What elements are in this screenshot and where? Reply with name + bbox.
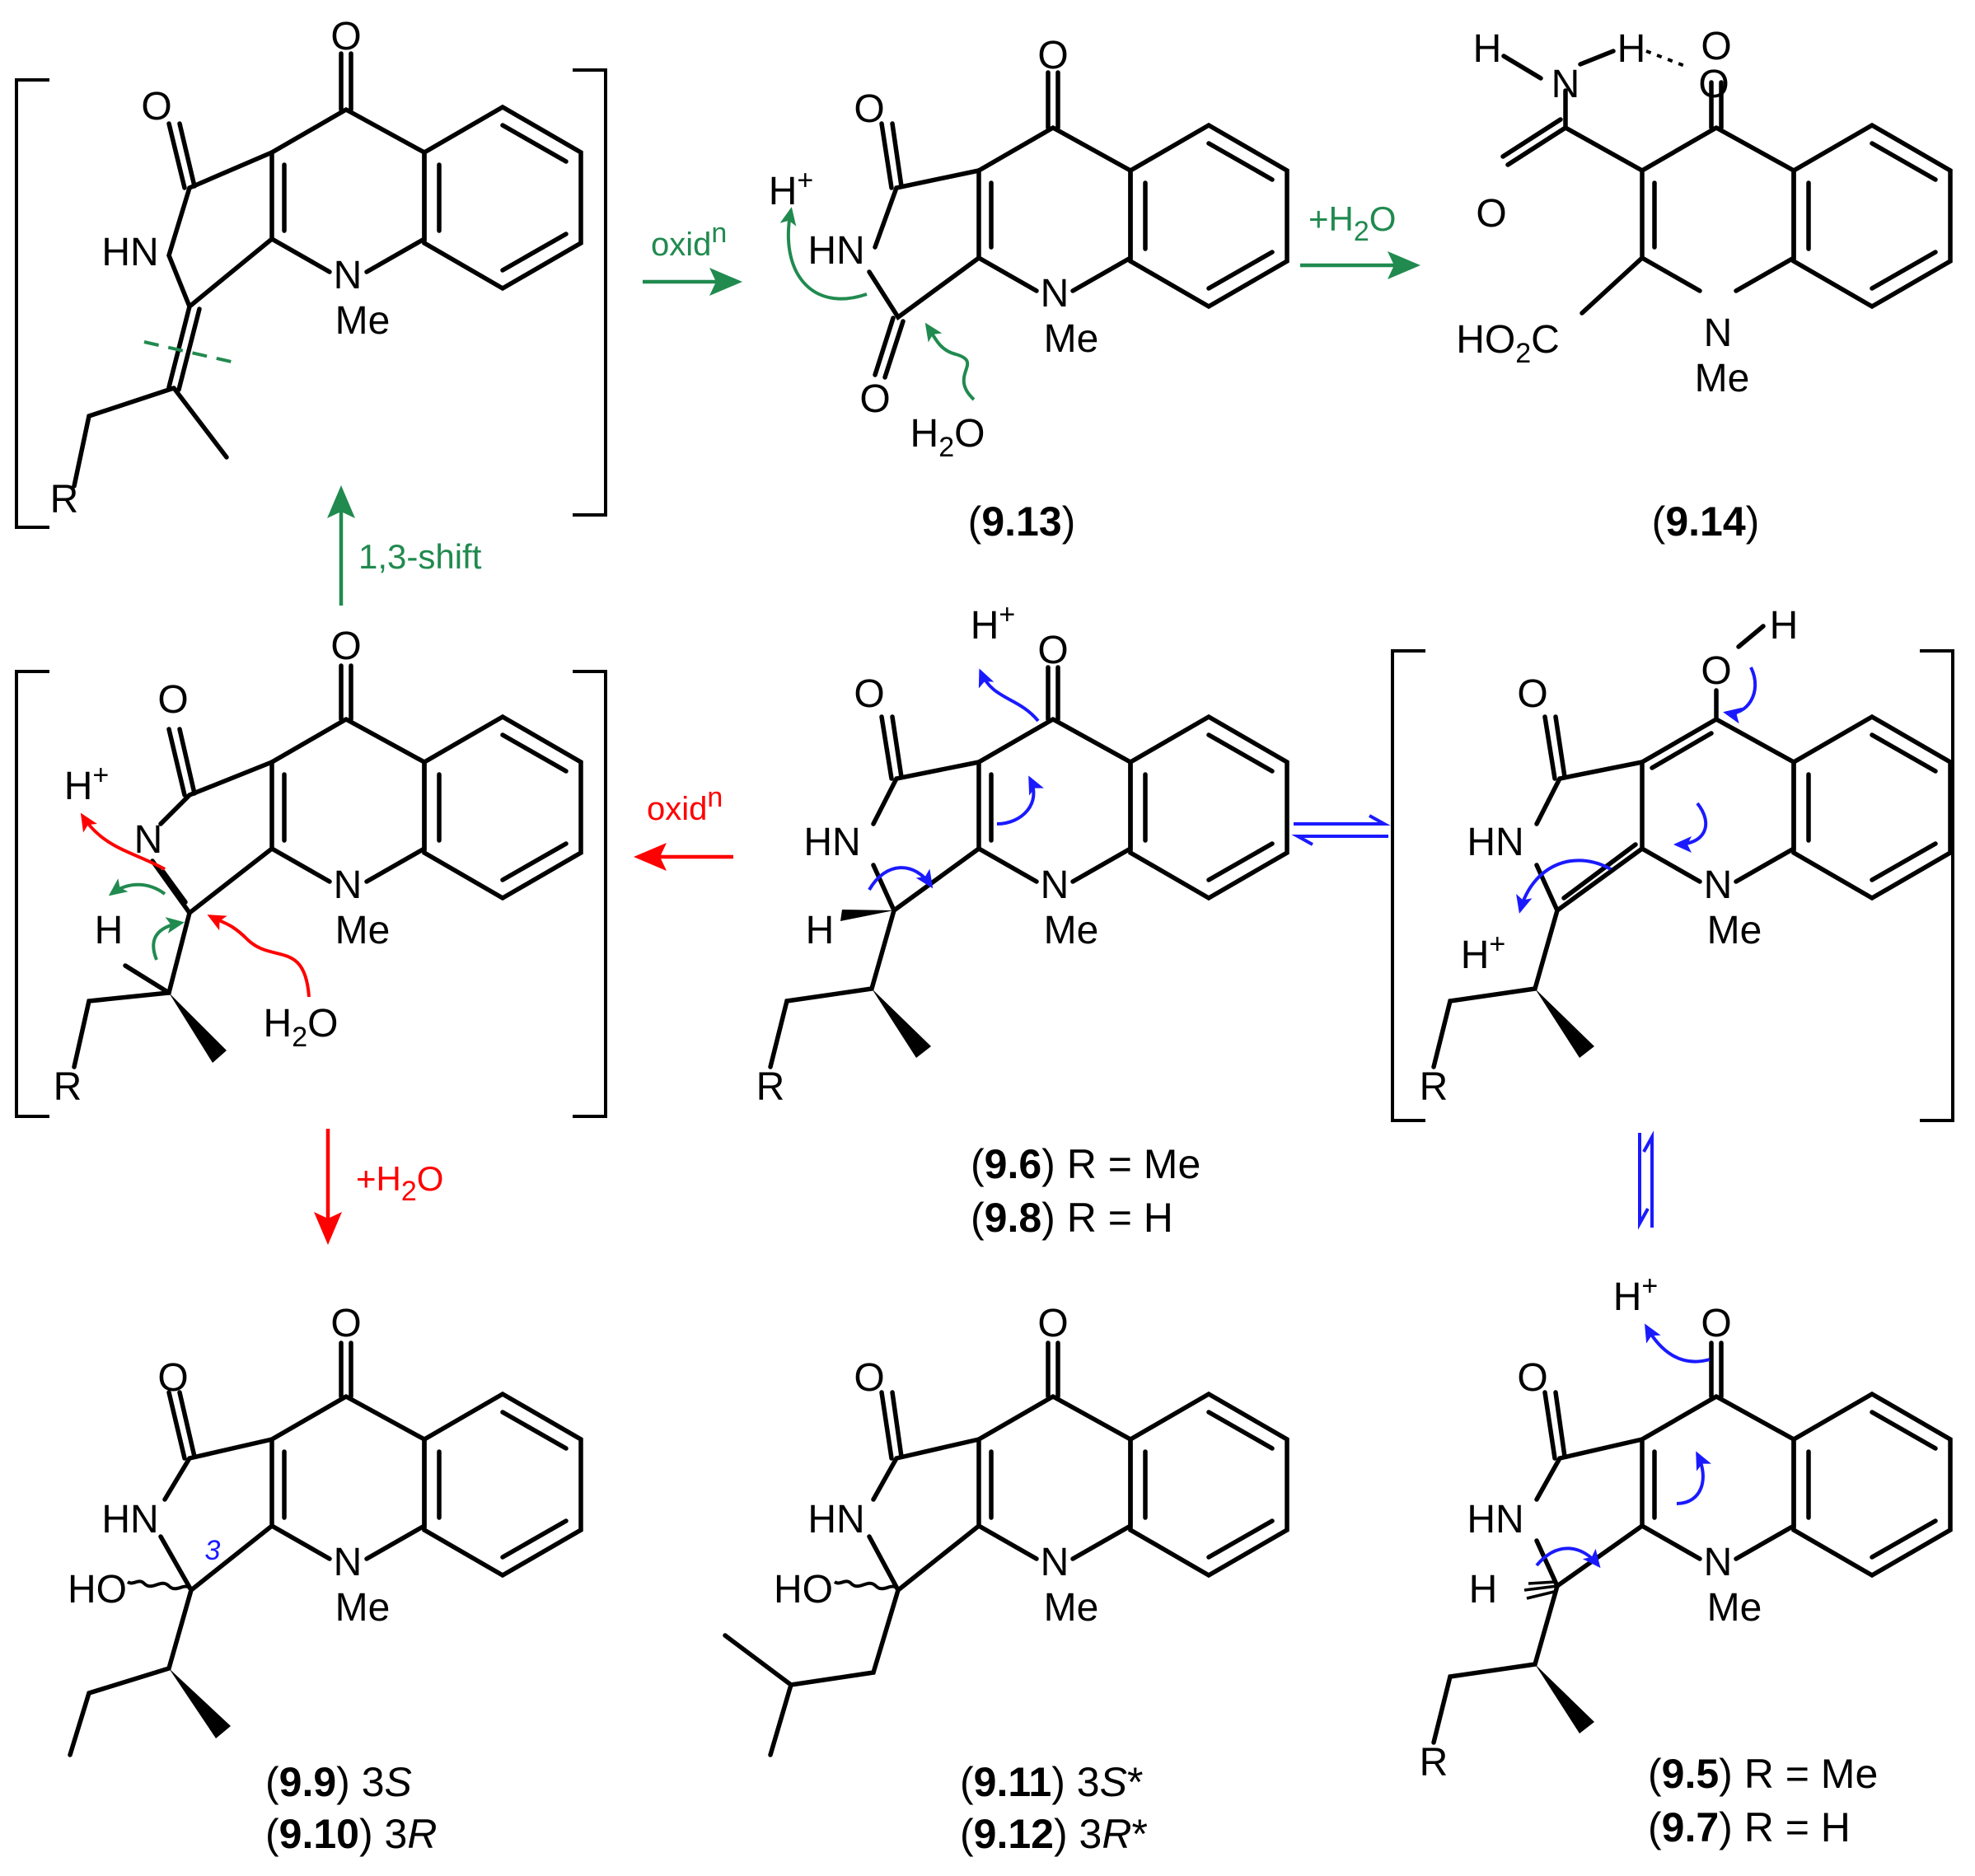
atom-Me: Me <box>1044 909 1099 952</box>
atom-O: O <box>330 15 361 58</box>
atom-O: O <box>1476 192 1506 236</box>
label-9-5: (9.5) R = Me <box>1648 1751 1878 1797</box>
atom-Me: Me <box>1695 357 1750 400</box>
compound-9-13 <box>779 70 1287 401</box>
atom-N: N <box>334 1541 363 1584</box>
intermediate-alkene <box>15 51 607 529</box>
atom-O: O <box>1517 672 1547 716</box>
atom-O: O <box>157 1356 188 1400</box>
atom-H: H+ <box>769 165 814 213</box>
label-9-11: (9.11) 3S* <box>960 1759 1143 1805</box>
atom-HO: HO <box>68 1568 127 1612</box>
atom-N: N <box>1704 863 1733 907</box>
label-9-10: (9.10) 3R <box>265 1811 437 1857</box>
equilibrium-arrows-horizontal <box>1291 814 1391 846</box>
atom-HN: HN <box>803 821 860 864</box>
compound-9-6 <box>768 665 1287 1069</box>
label-9-8: (9.8) R = H <box>971 1195 1173 1241</box>
atom-Me: Me <box>1044 1586 1099 1630</box>
atom-H: H <box>806 909 835 952</box>
atom-O: O <box>1037 629 1068 672</box>
atom-H: H <box>1469 1568 1498 1612</box>
atom-R: R <box>1420 1741 1448 1785</box>
atom-N: N <box>1041 1541 1069 1584</box>
oxidation-label-red: oxidn <box>647 782 723 827</box>
atom-O: O <box>854 87 884 131</box>
atom-HN: HN <box>1467 1498 1523 1542</box>
atom-N: N <box>1704 311 1733 355</box>
atom-H: H+ <box>1461 929 1506 977</box>
atom-Me: Me <box>335 909 391 952</box>
atom-O: O <box>1698 63 1729 106</box>
atom-O: O <box>1701 25 1731 68</box>
label-9-9: (9.9) 3S <box>265 1759 412 1805</box>
label-9-14: (9.14) <box>1652 498 1760 545</box>
atom-HO2C: HO2C <box>1456 318 1560 369</box>
atom-N: N <box>134 818 163 862</box>
atom-O: O <box>1701 1302 1731 1345</box>
hydration-label-red: +H2O <box>356 1159 443 1207</box>
atom-H: H+ <box>64 760 110 808</box>
locant-3: 3 <box>205 1535 221 1566</box>
atom-N: N <box>1551 63 1580 106</box>
atom-H2O: H2O <box>264 1002 339 1053</box>
compound-9-9 <box>68 1340 581 1757</box>
atom-N: N <box>1041 272 1069 316</box>
atom-H: H <box>95 909 124 952</box>
atom-H2O: H2O <box>910 412 985 463</box>
atom-O: O <box>1701 649 1731 693</box>
label-9-6: (9.6) R = Me <box>971 1141 1200 1187</box>
atom-H: H+ <box>971 599 1016 648</box>
atom-Me: Me <box>1707 909 1762 952</box>
atom-H: H <box>1770 604 1799 648</box>
atom-H: H <box>1473 27 1502 71</box>
atom-R: R <box>54 1065 82 1109</box>
intermediate-enol <box>1391 624 1954 1122</box>
intermediate-imine <box>15 663 607 1118</box>
atom-O: O <box>1037 1302 1068 1345</box>
atom-Me: Me <box>1707 1586 1762 1630</box>
equilibrium-arrows-vertical <box>1638 1130 1654 1230</box>
hydration-label-top: +H2O <box>1308 199 1396 247</box>
atom-Me: Me <box>335 1586 391 1630</box>
compound-9-14 <box>1500 49 1950 316</box>
atom-Me: Me <box>1044 317 1099 361</box>
atom-O: O <box>854 1356 884 1400</box>
atom-N: N <box>1704 1541 1733 1584</box>
atom-O: O <box>859 377 890 421</box>
atom-HN: HN <box>1467 821 1523 864</box>
atom-O: O <box>330 1302 361 1345</box>
atom-O: O <box>330 625 361 668</box>
atom-O: O <box>141 85 171 129</box>
atom-N: N <box>334 863 363 907</box>
atom-N: N <box>1041 863 1069 907</box>
atom-O: O <box>157 678 188 722</box>
atom-HN: HN <box>807 1498 864 1542</box>
atom-HN: HN <box>101 231 158 274</box>
compound-9-5 <box>1431 1323 1950 1745</box>
atom-HN: HN <box>807 229 864 273</box>
atom-HO: HO <box>774 1568 833 1612</box>
label-9-12: (9.12) 3R* <box>960 1811 1148 1857</box>
compound-9-11 <box>723 1340 1287 1757</box>
atom-HN: HN <box>101 1498 158 1542</box>
atom-N: N <box>334 254 363 297</box>
atom-O: O <box>1517 1356 1547 1400</box>
shift-label: 1,3-shift <box>358 537 482 576</box>
atom-O: O <box>1037 34 1068 77</box>
atom-O: O <box>854 672 884 716</box>
atom-R: R <box>50 478 79 522</box>
atom-Me: Me <box>335 299 391 343</box>
atom-H: H+ <box>1613 1270 1659 1319</box>
oxidation-label-top: oxidn <box>651 218 727 263</box>
label-9-7: (9.7) R = H <box>1648 1804 1851 1850</box>
atom-R: R <box>756 1065 785 1109</box>
atom-H: H <box>1617 27 1646 71</box>
label-9-13: (9.13) <box>968 498 1076 545</box>
atom-R: R <box>1420 1065 1448 1109</box>
